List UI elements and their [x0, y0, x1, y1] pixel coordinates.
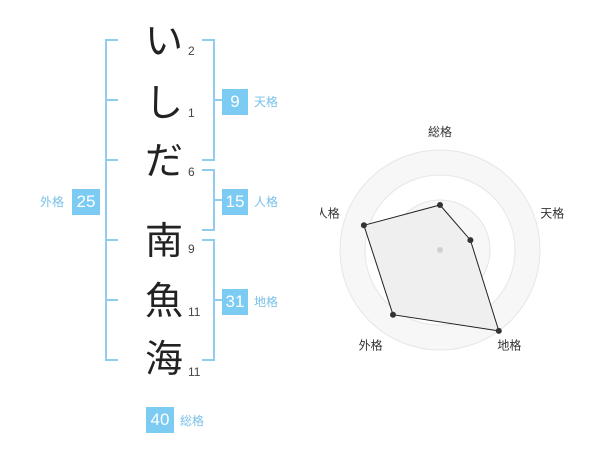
gaikaku-badge: 25	[72, 189, 100, 215]
name-char-1: い	[144, 19, 183, 63]
radar-axis-label-5: 人格	[320, 206, 340, 221]
name-char-3: だ	[144, 139, 183, 183]
stroke-count-5: 11	[188, 305, 201, 319]
gaikaku-label: 外格	[40, 195, 65, 209]
tenkaku-label: 天格	[254, 95, 279, 109]
jinkaku-label: 人格	[254, 195, 279, 209]
radar-polygon	[363, 204, 500, 332]
tenkaku-bracket	[202, 39, 215, 161]
name-char-4: 南	[144, 219, 183, 263]
name-char-6: 海	[144, 337, 183, 381]
radar-center-point	[437, 247, 443, 253]
radar-point-3	[495, 327, 502, 334]
soukaku-label: 総格	[180, 414, 205, 428]
stroke-count-6: 11	[188, 365, 201, 379]
radar-points	[360, 202, 502, 334]
radar-chart: 総格天格地格 外格 人格	[320, 0, 600, 470]
chikaku-badge: 31	[222, 289, 248, 315]
jinkaku-bracket	[202, 169, 215, 231]
stroke-count-1: 2	[188, 44, 195, 58]
radar-point-5	[360, 222, 367, 229]
name-char-5: 魚	[144, 279, 183, 323]
tenkaku-badge: 9	[222, 89, 248, 115]
stroke-count-2: 1	[188, 106, 195, 120]
name-panel: い 2 し 1 だ 6 南 9 魚 11 海 11 9 天格 15 人格 31 …	[40, 19, 279, 433]
chikaku-bracket	[202, 239, 215, 361]
stroke-count-4: 9	[188, 242, 195, 256]
jinkaku-badge: 15	[222, 189, 248, 215]
radar-point-2	[467, 237, 474, 244]
chikaku-label: 地格	[254, 295, 279, 309]
radar-axis-label-1: 総格	[428, 124, 452, 139]
gaikaku-bracket	[105, 39, 118, 361]
radar-point-4	[390, 311, 396, 318]
radar-axis-label-4: 外格	[359, 338, 383, 353]
radar-axis-label-3: 地格	[497, 338, 521, 353]
soukaku-badge: 40	[146, 407, 174, 433]
name-char-2: し	[144, 81, 183, 125]
radar-point-1	[437, 202, 443, 208]
stroke-count-3: 6	[188, 165, 195, 179]
radar-axis-label-2: 天格	[540, 206, 564, 221]
